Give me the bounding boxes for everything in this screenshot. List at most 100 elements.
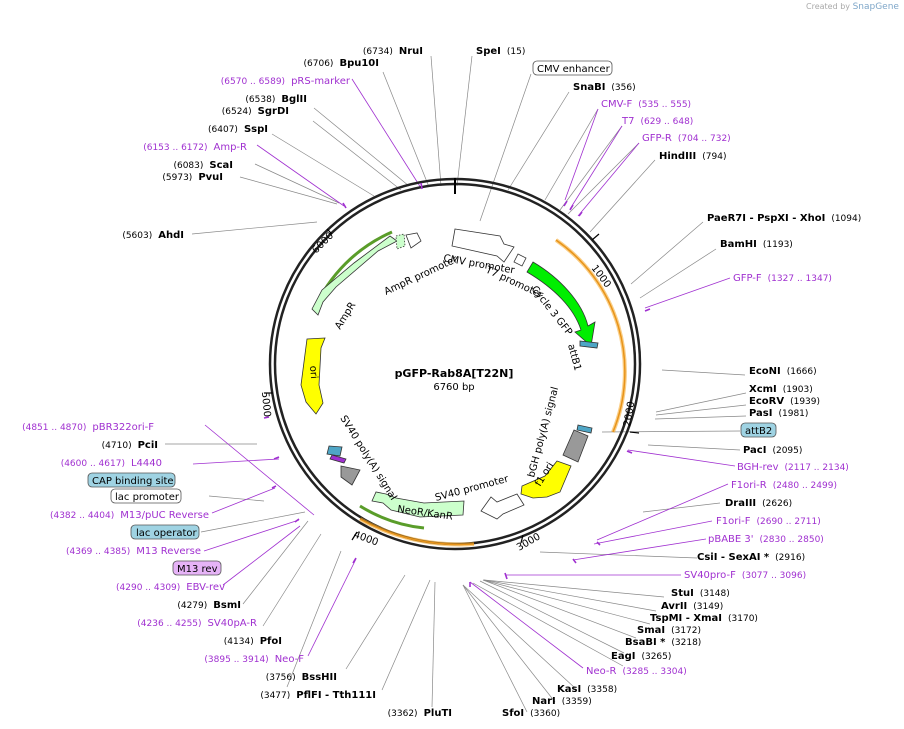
primer-pbabe3: pBABE 3' xyxy=(708,534,754,545)
svg-text:PaeR7I - PspXI - XhoI(1094): PaeR7I - PspXI - XhoI(1094) xyxy=(707,213,861,224)
svg-text:(6153 .. 6172)Amp-R: (6153 .. 6172)Amp-R xyxy=(143,142,247,153)
enzyme-paci: PacI xyxy=(743,445,766,456)
enzyme-scai: ScaI xyxy=(209,160,233,171)
svg-text:(6538)BglII: (6538)BglII xyxy=(245,94,307,105)
enzyme-tspmi-xmai: TspMI - XmaI xyxy=(650,613,722,624)
svg-text:GFP-F(1327 .. 1347): GFP-F(1327 .. 1347) xyxy=(733,273,832,284)
enzyme-bsmi: BsmI xyxy=(213,600,241,611)
feature-neor-kanr[interactable] xyxy=(371,491,465,518)
tick-6000: 6000 xyxy=(310,230,336,256)
primer-f1ori-r: F1ori-R xyxy=(731,480,767,491)
feature-attb1[interactable] xyxy=(579,340,599,349)
enzyme-paer7i-pspxi-xhoi: PaeR7I - PspXI - XhoI xyxy=(707,213,825,224)
primer-m13-reverse: M13 Reverse xyxy=(136,546,201,557)
enzyme-bsshii: BssHII xyxy=(302,672,337,683)
enzyme-draiii: DraIII xyxy=(725,498,756,509)
label-cmv-enhancer: CMV enhancer xyxy=(537,64,611,75)
primer-neo-f: Neo-F xyxy=(275,654,305,665)
svg-text:EcoNI(1666): EcoNI(1666) xyxy=(749,366,817,377)
enzyme-sspi: SspI xyxy=(244,124,268,135)
svg-text:PasI(1981): PasI(1981) xyxy=(749,408,808,419)
primer-cmv-f: CMV-F xyxy=(601,99,632,110)
feature-ampr[interactable] xyxy=(311,235,398,316)
svg-text:SV40pro-F(3077 .. 3096): SV40pro-F(3077 .. 3096) xyxy=(684,570,806,581)
svg-text:BGH-rev(2117 .. 2134): BGH-rev(2117 .. 2134) xyxy=(737,462,849,473)
enzyme-stui: StuI xyxy=(671,588,694,599)
neo-direction-arc xyxy=(359,504,425,530)
label-lac-promoter: lac promoter xyxy=(115,492,180,503)
feature-box-cmv-enhancer xyxy=(532,60,613,76)
primer-f1ori-f: F1ori-F xyxy=(716,516,751,527)
enzyme-ecorv: EcoRV xyxy=(749,396,784,407)
enzyme-pcii: PciI xyxy=(138,440,158,451)
primer-site-marks xyxy=(263,182,651,587)
plasmid-name: pGFP-Rab8A[T22N] xyxy=(395,367,514,380)
enzyme-eagi: EagI xyxy=(611,651,635,662)
svg-text:PacI(2095): PacI(2095) xyxy=(743,445,802,456)
feature-ori[interactable] xyxy=(300,337,326,415)
primer-amp-r: Amp-R xyxy=(214,142,248,153)
svg-text:BamHI(1193): BamHI(1193) xyxy=(720,239,793,250)
enzyme-econi: EcoNI xyxy=(749,366,781,377)
enzyme-csii-sexai: CsiI - SexAI * xyxy=(697,552,770,563)
tick-marks xyxy=(264,228,640,544)
primer-ebv-rev: EBV-rev xyxy=(186,582,225,593)
feature-ampr-promoter[interactable] xyxy=(405,232,422,249)
svg-text:(3477)PflFI - Tth111I: (3477)PflFI - Tth111I xyxy=(260,690,376,701)
label-ampr-promoter: AmpR promoter xyxy=(383,254,460,298)
svg-text:(4710)PciI: (4710)PciI xyxy=(102,440,158,451)
svg-text:(6407)SspI: (6407)SspI xyxy=(208,124,268,135)
snapgene-credit: Created by SnapGene xyxy=(806,2,899,12)
primer-prs-marker: pRS-marker xyxy=(291,76,351,87)
svg-text:GFP-R(704 .. 732): GFP-R(704 .. 732) xyxy=(642,133,731,144)
orf-arc-gfp-line xyxy=(555,239,626,433)
label-ori: ori xyxy=(307,365,319,379)
tick-5000: 5000 xyxy=(259,391,272,417)
credit-prefix: Created by xyxy=(806,2,851,11)
svg-text:XcmI(1903): XcmI(1903) xyxy=(749,384,813,395)
enzyme-pluti: PluTI xyxy=(424,708,452,719)
label-attb2: attB2 xyxy=(745,426,772,437)
enzyme-bsabi: BsaBI * xyxy=(625,637,666,648)
enzyme-kasi: KasI xyxy=(557,684,581,695)
svg-text:(4369 .. 4385)M13 Reverse: (4369 .. 4385)M13 Reverse xyxy=(66,546,201,557)
svg-text:(4279)BsmI: (4279)BsmI xyxy=(177,600,241,611)
svg-text:KasI(3358): KasI(3358) xyxy=(557,684,617,695)
svg-text:(3756)BssHII: (3756)BssHII xyxy=(266,672,337,683)
svg-text:(6524)SgrDI: (6524)SgrDI xyxy=(222,106,289,117)
svg-text:(4851 .. 4870)pBR322ori-F: (4851 .. 4870)pBR322ori-F xyxy=(22,422,154,433)
feature-f1-ori[interactable] xyxy=(520,460,572,499)
feature-box-lac-promoter xyxy=(110,488,182,504)
tick-2000: 2000 xyxy=(622,401,637,428)
feature-t7-promoter[interactable] xyxy=(513,253,527,267)
primer-gfp-r: GFP-R xyxy=(642,133,672,144)
svg-text:(6706)Bpu10I: (6706)Bpu10I xyxy=(304,58,379,69)
feature-sv40-promoter[interactable] xyxy=(480,493,525,520)
svg-text:(3362)PluTI: (3362)PluTI xyxy=(388,708,452,719)
primer-leaders xyxy=(192,78,736,669)
feature-sv40-polya[interactable] xyxy=(340,465,361,486)
feature-ampr-start xyxy=(395,233,406,250)
feature-bgh-polya[interactable] xyxy=(562,429,589,463)
plasmid-length: 6760 bp xyxy=(433,382,474,393)
svg-text:(5603)AhdI: (5603)AhdI xyxy=(122,230,184,241)
svg-text:(4236 .. 4255)SV40pA-R: (4236 .. 4255)SV40pA-R xyxy=(137,618,257,629)
enzyme-smai: SmaI xyxy=(637,625,665,636)
svg-text:pBABE 3'(2830 .. 2850): pBABE 3'(2830 .. 2850) xyxy=(708,534,824,545)
svg-text:TspMI - XmaI(3170): TspMI - XmaI(3170) xyxy=(650,613,758,624)
svg-text:(4382 .. 4404)M13/pUC Reverse: (4382 .. 4404)M13/pUC Reverse xyxy=(50,510,209,521)
feature-attb2[interactable] xyxy=(576,424,593,434)
enzyme-pasi: PasI xyxy=(749,408,772,419)
svg-text:Neo-R(3285 .. 3304): Neo-R(3285 .. 3304) xyxy=(586,666,687,677)
svg-text:SmaI(3172): SmaI(3172) xyxy=(637,625,701,636)
feature-cycle3-gfp[interactable] xyxy=(526,261,596,347)
enzyme-nrui: NruI xyxy=(399,46,423,57)
svg-text:(6570 .. 6589)pRS-marker: (6570 .. 6589)pRS-marker xyxy=(221,76,351,87)
right-annotations: SpeI(15) CMV enhancer SnaBI(356) CMV-F(5… xyxy=(476,46,861,719)
primer-bgh-rev: BGH-rev xyxy=(737,462,779,473)
feature-cmv-promoter[interactable] xyxy=(451,228,515,263)
svg-text:EagI(3265): EagI(3265) xyxy=(611,651,671,662)
svg-text:F1ori-R(2480 .. 2499): F1ori-R(2480 .. 2499) xyxy=(731,480,837,491)
svg-text:SnaBI(356): SnaBI(356) xyxy=(573,82,636,93)
enzyme-nari: NarI xyxy=(532,696,556,707)
